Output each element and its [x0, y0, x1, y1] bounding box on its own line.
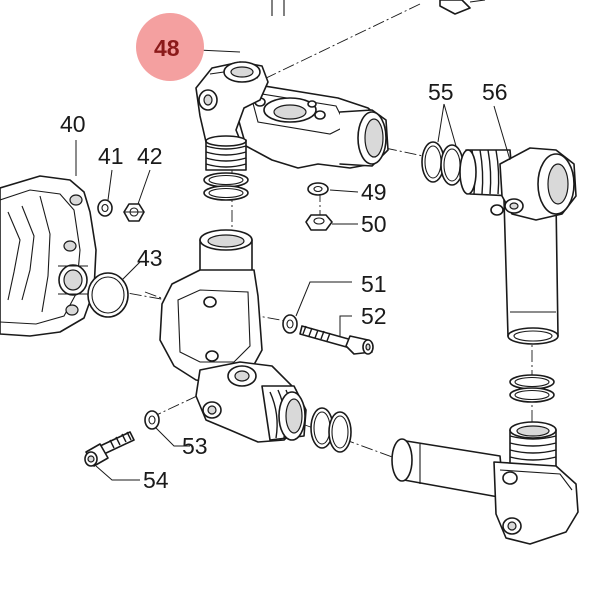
nut-50	[305, 214, 333, 231]
leader-lines	[75, 49, 511, 481]
top-cut-off-lines	[271, 0, 486, 16]
o-rings-under-48	[203, 172, 249, 201]
o-ring-43	[87, 272, 129, 318]
callout-54[interactable]: 54	[143, 467, 169, 493]
lower-elbow-tube	[391, 421, 579, 545]
o-rings-lower-outlet	[310, 407, 352, 453]
callout-43[interactable]: 43	[137, 245, 163, 271]
washer-41	[97, 199, 113, 217]
callout-42[interactable]: 42	[137, 143, 163, 169]
upper-manifold-48	[195, 61, 389, 171]
o-rings-55	[421, 141, 464, 186]
callout-49[interactable]: 49	[361, 179, 387, 205]
bolt-52	[299, 325, 374, 355]
callout-53[interactable]: 53	[182, 433, 208, 459]
callout-48[interactable]: 48	[154, 35, 180, 61]
washer-49	[307, 182, 329, 196]
pump-housing-40	[0, 175, 97, 337]
callout-55[interactable]: 55	[428, 79, 454, 105]
washer-53	[144, 410, 160, 430]
callout-50[interactable]: 50	[361, 211, 387, 237]
bolt-54	[84, 431, 135, 467]
callout-40[interactable]: 40	[60, 111, 86, 137]
nut-42	[123, 203, 145, 222]
elbow-tube-56	[459, 147, 577, 345]
o-rings-lower-right	[509, 374, 555, 403]
item-48-highlight-circle	[136, 13, 204, 81]
callout-56[interactable]: 56	[482, 79, 508, 105]
lower-manifold	[159, 229, 307, 443]
callout-41[interactable]: 41	[98, 143, 124, 169]
callout-51[interactable]: 51	[361, 271, 387, 297]
callout-52[interactable]: 52	[361, 303, 387, 329]
washer-51	[282, 314, 298, 334]
